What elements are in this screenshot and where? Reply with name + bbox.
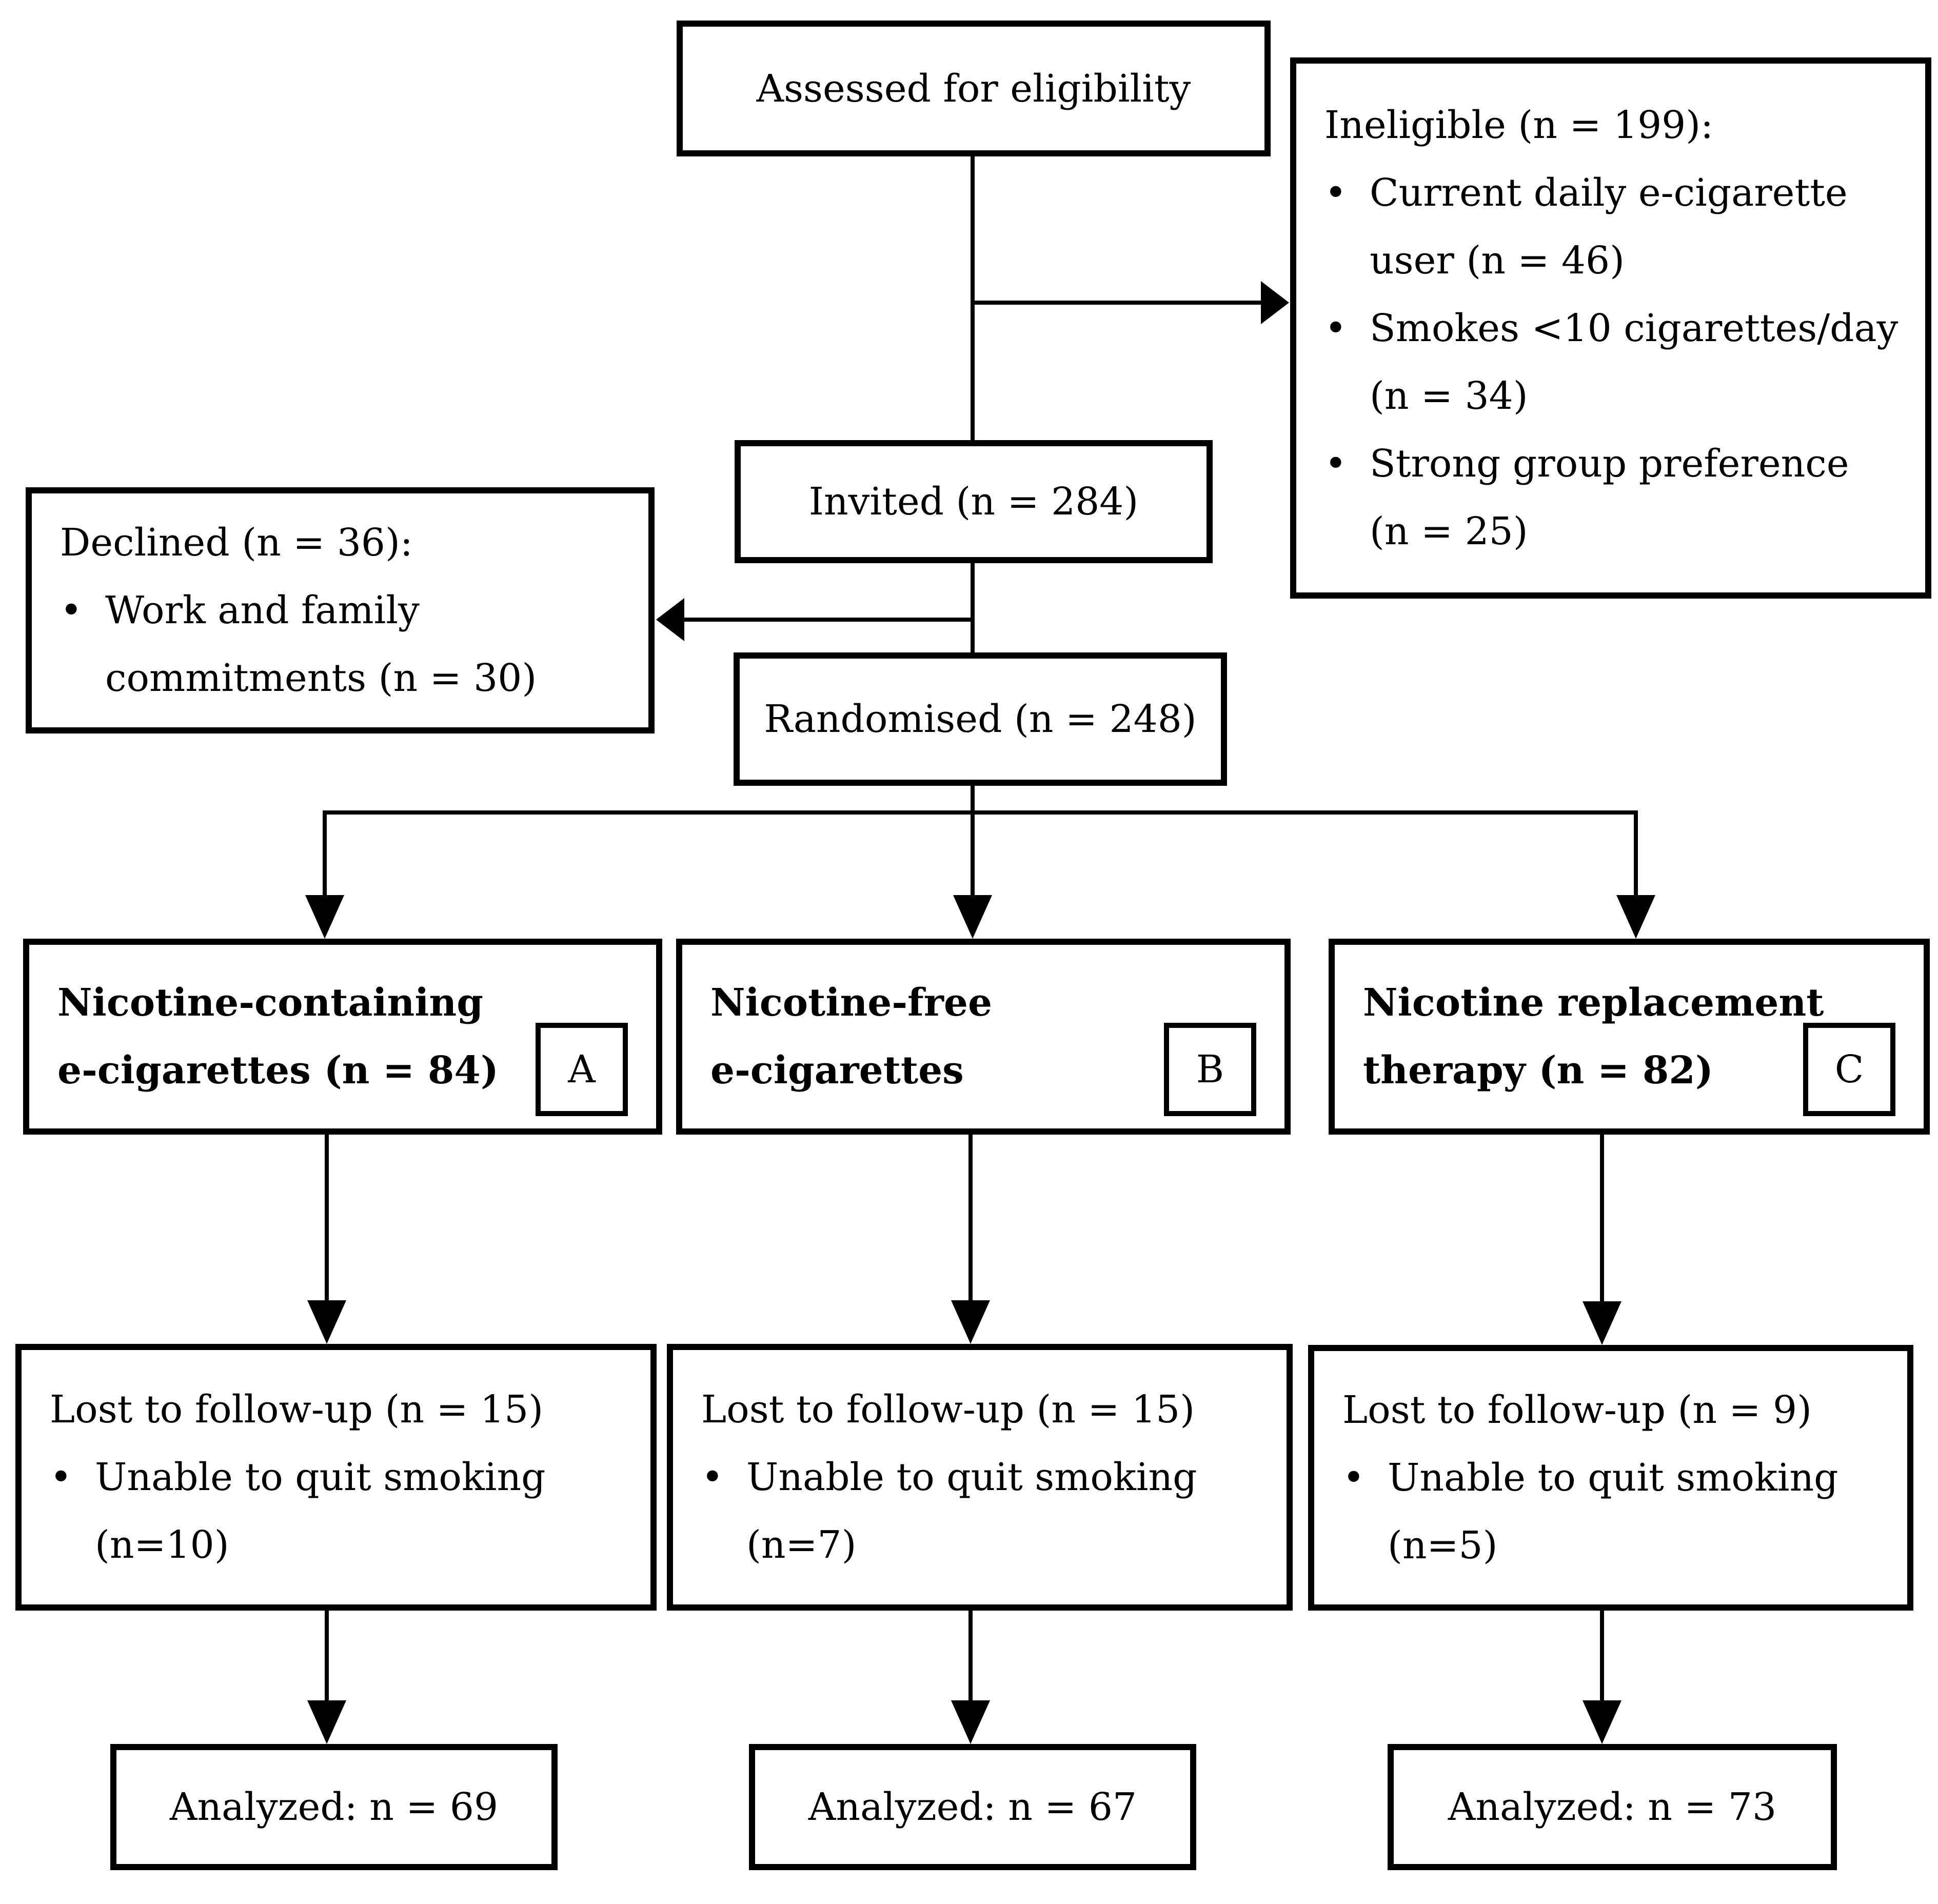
connector-branch-arm-c	[1634, 810, 1638, 898]
lost-b-item: • Unable to quit smoking	[701, 1443, 1258, 1511]
declined-item-cont: commitments (n = 30)	[105, 656, 537, 700]
ineligible-title: Ineligible (n = 199):	[1324, 103, 1714, 147]
group-tag-a-letter: A	[568, 1047, 596, 1092]
group-tag-a: A	[536, 1023, 628, 1116]
connector-branch-arm-a	[323, 810, 327, 898]
arm-a-name-line2: e-cigarettes (n = 84)	[57, 1048, 499, 1093]
lost-followup-c-box: Lost to follow-up (n = 9) • Unable to qui…	[1308, 1345, 1913, 1611]
arrowhead-arm-b-icon	[953, 895, 992, 939]
bullet-icon: •	[1324, 306, 1347, 350]
ineligible-item-cont: (n = 25)	[1370, 509, 1528, 553]
connector-lost-b-analyzed	[968, 1611, 973, 1703]
connector-to-ineligible	[973, 301, 1262, 305]
lost-followup-a-box: Lost to follow-up (n = 15) • Unable to qu…	[15, 1344, 657, 1611]
assessed-box: Assessed for eligibility	[677, 21, 1271, 156]
declined-title: Declined (n = 36):	[60, 521, 413, 565]
bullet-icon: •	[701, 1455, 724, 1499]
arrowhead-analyzed-b-icon	[951, 1700, 990, 1744]
arrowhead-arm-a-icon	[305, 895, 344, 939]
bullet-icon: •	[50, 1455, 72, 1499]
ineligible-item-text: Strong group preference	[1370, 441, 1849, 486]
ineligible-item-cont: user (n = 46)	[1370, 238, 1625, 283]
declined-item-text: Work and family	[105, 588, 420, 632]
connector-assessed-invited	[971, 156, 975, 440]
arrowhead-lost-c-icon	[1583, 1301, 1621, 1345]
connector-invited-randomised	[971, 563, 975, 652]
connector-to-declined	[684, 618, 973, 622]
connector-lost-c-analyzed	[1600, 1611, 1604, 1703]
group-tag-c: C	[1803, 1023, 1895, 1116]
ineligible-item: • Current daily e-cigarette	[1324, 159, 1897, 227]
bullet-icon: •	[1324, 170, 1347, 215]
arrowhead-to-declined-icon	[656, 598, 684, 641]
invited-label: Invited (n = 284)	[808, 480, 1139, 524]
arm-nicotine-free-box: Nicotine-free e-cigarettes B	[676, 939, 1291, 1135]
analyzed-c-label: Analyzed: n = 73	[1448, 1785, 1777, 1829]
lost-a-item-cont: (n=10)	[95, 1523, 229, 1567]
bullet-icon: •	[60, 588, 83, 632]
arrowhead-analyzed-c-icon	[1583, 1700, 1621, 1744]
ineligible-item: • Smokes <10 cigarettes/day	[1324, 294, 1899, 362]
arm-a-name-line1: Nicotine-containing	[57, 981, 483, 1025]
arm-c-name-line2: therapy (n = 82)	[1363, 1048, 1713, 1093]
group-tag-b-letter: B	[1196, 1047, 1224, 1092]
lost-c-item-text: Unable to quit smoking	[1388, 1456, 1838, 1500]
ineligible-item: • Strong group preference	[1324, 430, 1897, 498]
analyzed-b-label: Analyzed: n = 67	[808, 1785, 1137, 1829]
bullet-icon: •	[1342, 1456, 1365, 1500]
connector-randomised-branch	[971, 786, 975, 898]
assessed-label: Assessed for eligibility	[756, 66, 1191, 111]
lost-c-item: • Unable to quit smoking	[1342, 1444, 1879, 1512]
arm-b-name-line2: e-cigarettes	[710, 1048, 964, 1093]
lost-c-item-cont: (n=5)	[1388, 1523, 1498, 1568]
arrowhead-to-ineligible-icon	[1261, 281, 1289, 324]
connector-arm-b-lost	[968, 1135, 973, 1303]
connector-arm-c-lost	[1600, 1135, 1604, 1303]
arrowhead-lost-b-icon	[951, 1300, 990, 1344]
group-tag-c-letter: C	[1834, 1047, 1864, 1092]
lost-followup-b-box: Lost to follow-up (n = 15) • Unable to qu…	[667, 1344, 1293, 1611]
randomised-label: Randomised (n = 248)	[764, 697, 1197, 741]
lost-b-title: Lost to follow-up (n = 15)	[701, 1387, 1195, 1432]
randomised-box: Randomised (n = 248)	[734, 652, 1227, 786]
analyzed-a-label: Analyzed: n = 69	[169, 1785, 499, 1829]
arrowhead-analyzed-a-icon	[307, 1700, 346, 1744]
arm-nicotine-containing-box: Nicotine-containing e-cigarettes (n = 84…	[23, 939, 662, 1135]
declined-item: • Work and family	[60, 577, 620, 644]
ineligible-item-text: Current daily e-cigarette	[1370, 170, 1848, 215]
ineligible-box: Ineligible (n = 199): • Current daily e-c…	[1290, 57, 1931, 599]
arrowhead-arm-c-icon	[1616, 895, 1655, 939]
ineligible-item-text: Smokes <10 cigarettes/day	[1370, 306, 1899, 350]
arrowhead-lost-a-icon	[307, 1300, 346, 1344]
lost-a-item: • Unable to quit smoking	[50, 1443, 622, 1511]
arm-c-name-line1: Nicotine replacement	[1363, 981, 1824, 1025]
arm-b-name-line1: Nicotine-free	[710, 981, 993, 1025]
group-tag-b: B	[1164, 1023, 1256, 1116]
branch-line	[323, 810, 1638, 815]
analyzed-c-box: Analyzed: n = 73	[1388, 1744, 1837, 1870]
lost-b-item-text: Unable to quit smoking	[746, 1455, 1197, 1499]
ineligible-item-cont: (n = 34)	[1370, 373, 1528, 418]
connector-arm-a-lost	[325, 1135, 329, 1303]
bullet-icon: •	[1324, 441, 1347, 486]
analyzed-b-box: Analyzed: n = 67	[749, 1744, 1196, 1870]
arm-nicotine-replacement-box: Nicotine replacement therapy (n = 82) C	[1329, 939, 1930, 1135]
lost-b-item-cont: (n=7)	[746, 1523, 857, 1567]
lost-a-title: Lost to follow-up (n = 15)	[50, 1387, 544, 1432]
lost-a-item-text: Unable to quit smoking	[95, 1455, 546, 1499]
connector-lost-a-analyzed	[325, 1611, 329, 1703]
lost-c-title: Lost to follow-up (n = 9)	[1342, 1388, 1812, 1432]
invited-box: Invited (n = 284)	[735, 440, 1213, 563]
declined-box: Declined (n = 36): • Work and family comm…	[26, 487, 655, 733]
analyzed-a-box: Analyzed: n = 69	[110, 1744, 558, 1870]
